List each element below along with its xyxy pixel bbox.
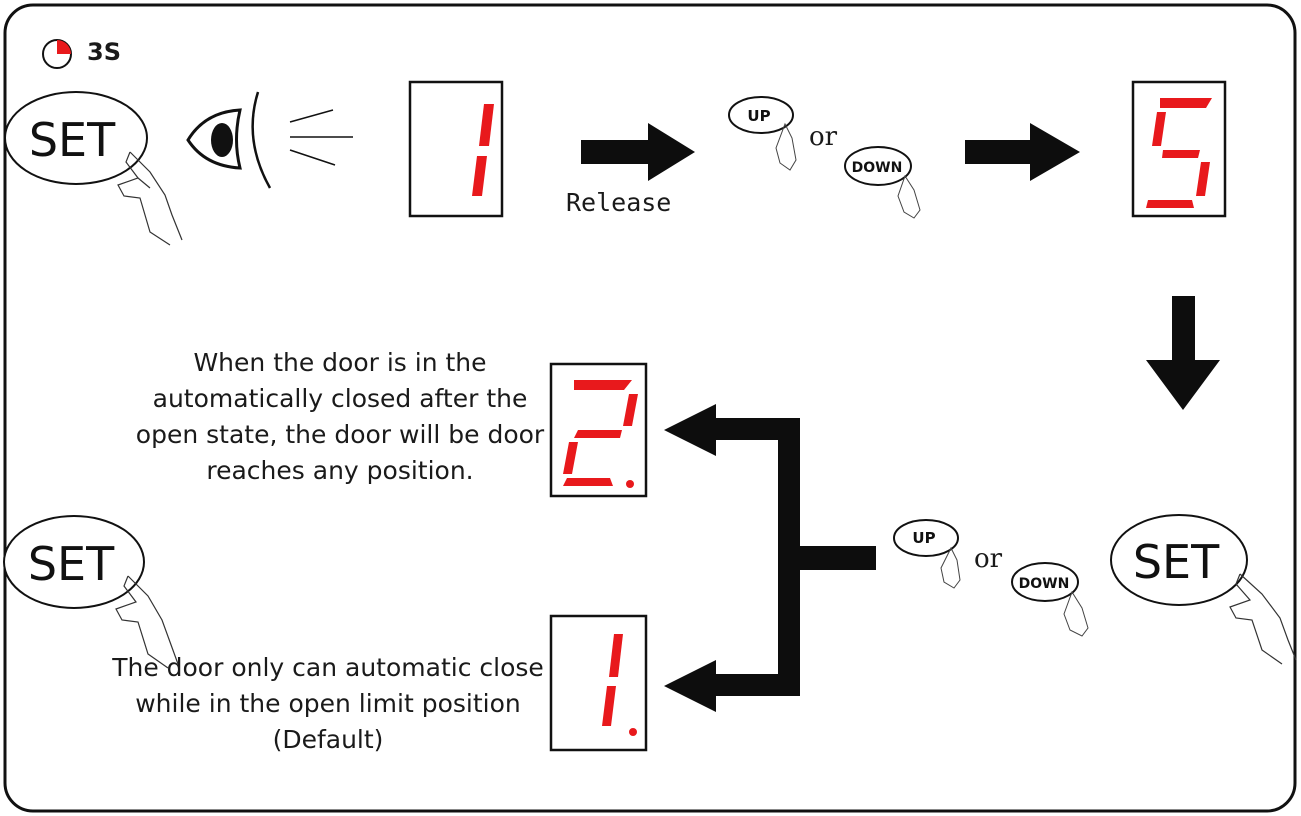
timer-icon (42, 39, 72, 69)
display-option-lower (549, 614, 648, 752)
set-button-left-label: SET (28, 537, 115, 591)
eye-icon (186, 91, 353, 189)
down-button-lower-label: DOWN (1019, 576, 1070, 592)
set-button[interactable]: SET (4, 91, 148, 185)
down-button[interactable]: DOWN (844, 146, 921, 219)
set-button-label: SET (29, 113, 116, 167)
set-button-right[interactable]: SET (1110, 514, 1248, 606)
display-option-upper (549, 362, 648, 498)
up-button-lower[interactable]: UP (893, 519, 961, 589)
arrow-right-2 (965, 123, 1080, 181)
option-upper-description: When the door is in the automatically cl… (135, 348, 545, 485)
up-button-label: UP (747, 107, 770, 125)
hand-pointer-icon (115, 575, 179, 669)
arrow-down (1146, 296, 1220, 410)
branch-arrows (664, 404, 876, 712)
arrow-right-1 (581, 123, 695, 181)
or-label: or (809, 122, 838, 152)
set-button-right-label: SET (1133, 535, 1220, 589)
up-button-lower-label: UP (912, 529, 935, 547)
hand-pointer-icon (1229, 573, 1297, 665)
or-label-lower: or (974, 544, 1003, 574)
down-button-lower[interactable]: DOWN (1011, 562, 1089, 637)
down-button-label: DOWN (852, 160, 903, 176)
display-second (1131, 80, 1227, 218)
diagram-frame (3, 3, 1297, 813)
option-lower-description: The door only can automatic close while … (112, 653, 544, 754)
up-button[interactable]: UP (728, 96, 797, 171)
set-button-left[interactable]: SET (3, 515, 145, 609)
display-first (408, 80, 504, 218)
hand-pointer-icon (117, 151, 183, 246)
release-label: Release (566, 188, 672, 217)
timer-label: 3S (87, 38, 121, 66)
